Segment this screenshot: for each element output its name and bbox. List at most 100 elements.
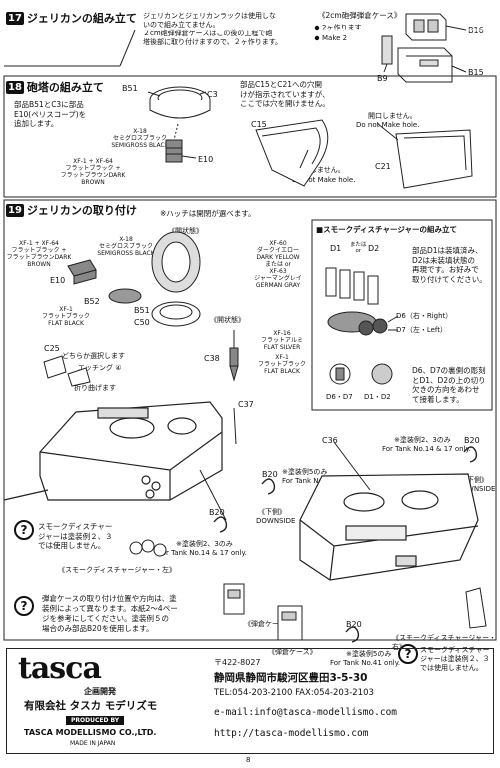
- plate-c15-drawing: [255, 119, 329, 187]
- part-c36-label: C36: [322, 436, 338, 445]
- step17-title: ジェリカンの組み立て: [26, 12, 137, 25]
- footer-box: [6, 648, 494, 754]
- part-e10-19-label: E10: [50, 276, 66, 285]
- made-in-japan: MADE IN JAPAN: [70, 740, 116, 747]
- make2-en: Make 2: [322, 34, 348, 42]
- paint-c-en: DARK YELLOW: [256, 254, 300, 261]
- footer-plan: 企画開発: [84, 687, 116, 696]
- ammo-position-note: 弾倉ケースの取り付け位置や方向は、塗 装例によって異なります。本紙2～4ペー ジ…: [42, 594, 178, 633]
- smoke-assembly-title: ■スモークディスチャージャーの組み立て: [316, 225, 457, 234]
- paint-d-jp: ジャーマングレイ: [254, 275, 302, 282]
- paint-f-code: XF-16: [273, 330, 291, 337]
- paint-e2-en: FLAT BLACK: [264, 368, 300, 375]
- part-c3-label: C3: [207, 90, 218, 99]
- make2-jp: 2ヶ作ります: [322, 24, 362, 32]
- downside-right-jp: 《下側》: [460, 476, 488, 484]
- paint-d-code: XF-63: [269, 268, 287, 275]
- open-label-1: 《開状態》: [168, 227, 203, 235]
- smoke-d6-right: D6（右・Right）: [396, 312, 453, 320]
- paint-or-en: or: [284, 261, 292, 268]
- address: 静岡県静岡市駿河区豊田3-5-30: [214, 672, 368, 684]
- smoke-right-label: 《スモークディスチャージャー・右》: [392, 634, 496, 651]
- question-icon-right: ?: [398, 644, 418, 664]
- ammo-case-19-drawing: [223, 583, 303, 641]
- paint-mix-code: XF-1 + XF-64: [73, 158, 113, 165]
- part-b9-label: B9: [377, 74, 388, 83]
- hole-note-1-jp: 開口しません。: [368, 112, 417, 120]
- paint-b-en: SEMIGROSS BLACK: [97, 250, 155, 257]
- part-b20-right-label: B20: [464, 436, 480, 445]
- paint-c-code: XF-60: [269, 240, 287, 247]
- smoke-assembly-drawing: [325, 267, 399, 385]
- paint-mix-jp: フラットブラック + フラットブラウン: [60, 165, 121, 179]
- step17-note: ジェリカンとジェリカンラックは使用しな いので組み立てません。 ２cm砲弾弾倉ケ…: [143, 12, 283, 46]
- antenna-c38-drawing: [229, 330, 239, 382]
- paint-e-en: FLAT BLACK: [48, 320, 84, 327]
- email-link[interactable]: e-mail:info@tasca-modellismo.com: [214, 707, 398, 718]
- produced-by-badge: PRODUCED BY: [66, 716, 125, 725]
- step17-number: 17: [6, 11, 24, 25]
- step18-note-right: 部品C15とC21への穴開 けが指示されていますが、 ここでは穴を開けません。: [240, 80, 330, 108]
- part-c25-label: C25: [44, 344, 60, 353]
- ammo-case-label-2: 《弾倉ケース》: [268, 648, 317, 656]
- paint-d-en: GERMAN GRAY: [255, 282, 301, 289]
- paint23-left-jp: ※塗装例2、3のみ: [176, 540, 233, 548]
- smoke-left-label: 《スモークディスチャージャー・左》: [58, 566, 176, 574]
- paint-b-code: X-18: [119, 236, 133, 243]
- ammo-case-label-1: 《弾倉ケース》: [244, 620, 293, 628]
- paint-a-jp: フラットブラック + フラットブラウン: [6, 247, 67, 261]
- website-link[interactable]: http://tasca-modellismo.com: [214, 728, 369, 739]
- hatch-b52-drawing: [108, 231, 201, 327]
- smoke-or-jp: または: [350, 242, 367, 248]
- part-e10-label: E10: [198, 155, 214, 164]
- smoke-discharger-right-drawing: [465, 587, 487, 629]
- step19-header: 19 ジェリカンの取り付け: [6, 202, 137, 218]
- ammo-case-drawing: [381, 13, 467, 83]
- smoke-note-left: スモークディスチャー ジャーは塗装例２、３ では使用しません。: [38, 522, 113, 550]
- tel-fax: TEL:054-203-2100 FAX:054-203-2103: [214, 688, 374, 698]
- step18-note-left: 部品B51とC3に部品 E10(ペリスコープ)を 追加します。: [14, 100, 87, 128]
- smoke-d6d7-label: D6・D7: [326, 393, 353, 401]
- part-b20-left-label: B20: [209, 508, 225, 517]
- plate-c21-drawing: [395, 129, 473, 189]
- hatch-note: ※ハッチは開閉が選べます。: [160, 209, 256, 218]
- paint23-right-jp: ※塗装例2、3のみ: [394, 436, 451, 444]
- postal-code: 〒422-8027: [214, 658, 261, 667]
- part-b51-label: B51: [122, 84, 138, 93]
- part-b52-label: B52: [84, 297, 100, 306]
- hook-b20-drawing: [213, 446, 478, 643]
- turret-hatch-drawing: [147, 86, 211, 119]
- smoke-d2-label: D2: [368, 244, 380, 253]
- paint-a-code: XF-1 + XF-64: [19, 240, 59, 247]
- company-jp: 有限会社 タスカ モデリズモ: [24, 700, 158, 712]
- paint23-right-en: For Tank No.14 & 17 only.: [382, 445, 471, 453]
- part-c21-label: C21: [375, 162, 391, 171]
- periscope-e10-drawing: [165, 123, 197, 163]
- part-c50-label: C50: [134, 318, 150, 327]
- part-b20-bottom-label: B20: [346, 620, 362, 629]
- bracket-c25-drawing: [43, 355, 91, 387]
- paint-e2-jp: フラットブラック: [257, 361, 306, 368]
- part-b20-mid-label: B20: [262, 470, 278, 479]
- paint-x18-en: SEMIGROSS BLACK: [111, 142, 169, 149]
- turret-left-drawing: [3, 401, 223, 501]
- smoke-d7-left: D7（左・Left）: [396, 326, 448, 334]
- part-b15-label: B15: [468, 68, 484, 77]
- paint-b-jp: セミグロスブラック: [98, 243, 153, 250]
- step19-title: ジェリカンの取り付け: [26, 204, 137, 217]
- smoke-d1d2-label: D1・D2: [364, 393, 391, 401]
- choose-note: どちらか選択します: [62, 352, 125, 360]
- part-b51-19-label: B51: [134, 306, 150, 315]
- paint-a-en: DARK BROWN: [27, 254, 72, 268]
- ammo-case-title: 《2cm砲弾弾倉ケース》: [318, 11, 402, 20]
- smoke-d1-label: D1: [330, 244, 342, 253]
